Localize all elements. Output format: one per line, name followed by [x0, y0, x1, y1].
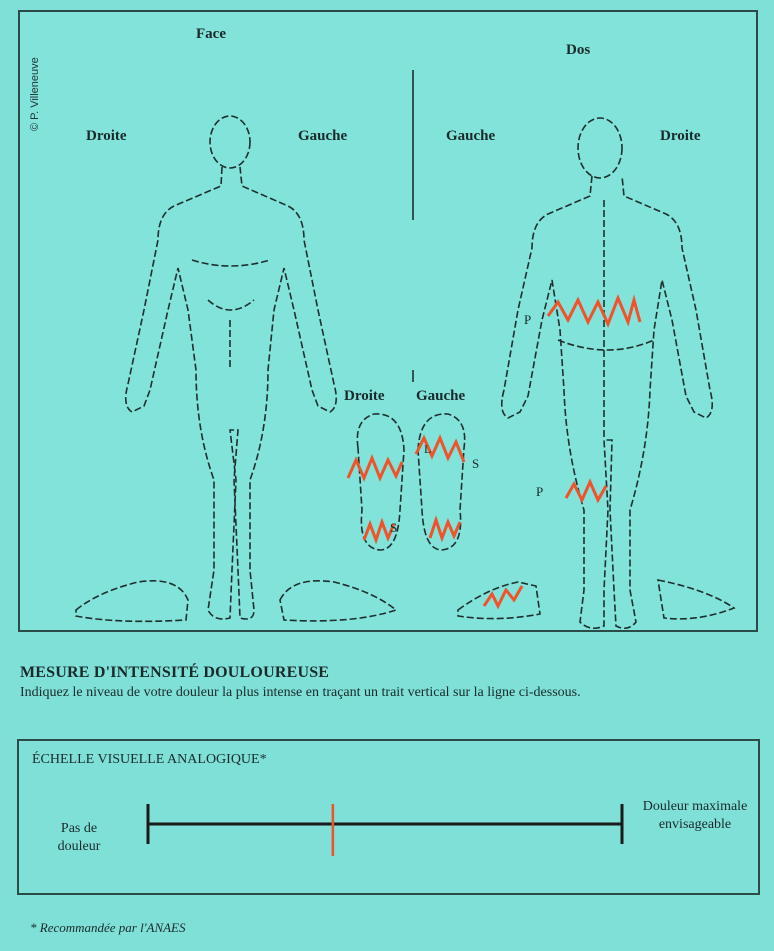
marker-p-calf: P — [536, 484, 543, 500]
back-right-foot-outline — [658, 580, 734, 619]
pain-marks — [348, 298, 640, 606]
vas-scale[interactable] — [140, 796, 640, 860]
right-sole-pain-mark — [348, 458, 402, 478]
vas-min-label: Pas de douleur — [48, 820, 110, 856]
back-left-foot-outline — [458, 582, 540, 619]
back-left-label: Gauche — [446, 128, 495, 145]
foot-pain-mark — [484, 586, 522, 606]
vas-max-label: Douleur maximale envisageable — [640, 798, 750, 834]
pain-measure-instructions: Indiquez le niveau de votre douleur la p… — [20, 683, 745, 702]
calf-pain-mark — [566, 482, 606, 500]
front-figure — [126, 116, 337, 619]
front-right-label: Droite — [86, 128, 127, 145]
left-heel-pain-mark — [430, 520, 460, 538]
vas-title: ÉCHELLE VISUELLE ANALOGIQUE* — [32, 752, 267, 768]
pain-measure-title: MESURE D'INTENSITÉ DOULOUREUSE — [20, 664, 329, 682]
front-left-foot-outline — [76, 581, 188, 622]
body-figures — [18, 10, 758, 632]
marker-p-lumbar: P — [524, 312, 531, 328]
back-right-label: Droite — [660, 128, 701, 145]
marker-l: L — [424, 442, 431, 457]
front-left-label: Gauche — [298, 128, 347, 145]
back-view-title: Dos — [566, 42, 590, 59]
marker-s-sole: S — [472, 456, 479, 472]
back-figure — [502, 118, 713, 628]
feet-left-label: Gauche — [416, 388, 465, 405]
marker-s-heel: S — [390, 520, 397, 536]
front-view-title: Face — [196, 26, 226, 43]
footnote: * Recommandée par l'ANAES — [30, 920, 186, 936]
feet-right-label: Droite — [344, 388, 385, 405]
front-right-foot-outline — [280, 581, 396, 621]
lower-back-pain-mark — [548, 298, 640, 324]
